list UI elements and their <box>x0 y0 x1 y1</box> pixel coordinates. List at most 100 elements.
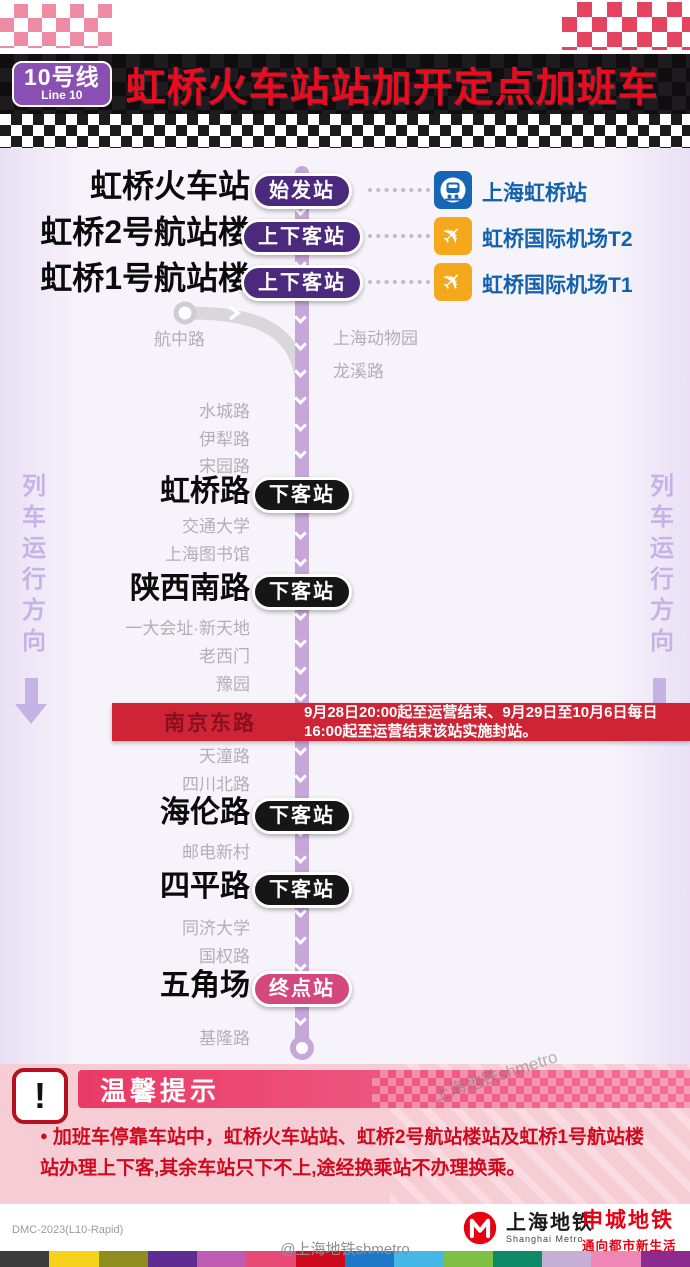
legend-station-name: 虹桥火车站 <box>89 168 250 204</box>
corner-checker-decoration <box>0 4 112 48</box>
slogan-line1: 申城地铁 <box>582 1209 674 1232</box>
direction-label: 列车运行方向 <box>17 473 45 659</box>
dotted-connector <box>368 188 430 192</box>
dotted-connector <box>368 234 430 238</box>
line-number-en-label: Line 10 <box>41 88 83 103</box>
logo-en-label: Shanghai Metro <box>506 1234 584 1244</box>
station-label: 四川北路 <box>182 775 250 794</box>
station-label: 老西门 <box>199 647 250 666</box>
logo-text-block: 上海地铁 Shanghai Metro <box>506 1212 594 1244</box>
dropoff-badge: 下客站 <box>252 574 352 610</box>
dropoff-badge: 下客站 <box>252 477 352 513</box>
checker-pattern-strip <box>0 114 690 148</box>
bullet-icon: ● <box>40 1128 48 1143</box>
legend-station-name: 虹桥2号航站楼 <box>40 214 250 250</box>
exclamation-glyph: ! <box>34 1075 46 1116</box>
line10-badge: 10号线 Line 10 <box>12 61 112 107</box>
station-label-major: 虹桥路 <box>160 475 250 508</box>
station-label: 豫园 <box>216 675 250 694</box>
linked-place-label: 虹桥国际机场T1 <box>482 274 633 297</box>
side-gradient <box>610 148 690 1064</box>
tips-title: 温馨提示 <box>100 1075 221 1106</box>
station-label: 邮电新村 <box>182 843 250 862</box>
tips-bar-checker-decoration <box>371 1070 690 1108</box>
station-label: 上海动物园 <box>333 329 418 348</box>
boarding-badge: 上下客站 <box>241 219 363 255</box>
origin-badge: 始发站 <box>252 173 352 209</box>
shanghai-metro-logo-group: 上海地铁 Shanghai Metro <box>462 1210 594 1246</box>
color-stripe-segment <box>246 1251 296 1267</box>
down-arrow-icon <box>15 704 47 724</box>
slogan-line2: 通向都市新生活 <box>582 1239 677 1254</box>
tips-text: 加班车停靠车站中，虹桥火车站站、虹桥2号航站楼站及虹桥1号航站楼站办理上下客,其… <box>40 1127 644 1180</box>
shanghai-metro-logo-icon <box>463 1211 497 1245</box>
color-stripe-segment <box>542 1251 592 1267</box>
station-label: 国权路 <box>199 947 250 966</box>
logo-cn-label: 上海地铁 <box>506 1212 594 1234</box>
station-label: 龙溪路 <box>333 362 384 381</box>
color-stripe-segment <box>147 1251 198 1267</box>
color-stripe-segment <box>394 1251 444 1267</box>
color-stripe-segment <box>591 1251 641 1267</box>
slogan-block: 申城地铁 通向都市新生活 <box>582 1209 677 1254</box>
color-stripe-segment <box>295 1251 345 1267</box>
railway-station-icon <box>434 171 472 209</box>
station-label-major: 陕西南路 <box>130 572 250 605</box>
color-stripe-segment <box>492 1251 543 1267</box>
station-label: 宋园路 <box>199 457 250 476</box>
color-stripe-segment <box>98 1251 148 1267</box>
line-number-label: 10号线 <box>24 64 100 91</box>
station-label-major: 四平路 <box>160 870 250 903</box>
station-label: 上海图书馆 <box>165 545 250 564</box>
down-arrow-icon <box>24 678 38 704</box>
route-end-circle <box>290 1036 314 1060</box>
tips-header-bar: 温馨提示 <box>78 1070 690 1108</box>
linked-place-label: 虹桥国际机场T2 <box>482 228 633 251</box>
boarding-badge: 上下客站 <box>241 265 363 301</box>
station-label: 天潼路 <box>199 747 250 766</box>
station-label-major: 五角场 <box>160 969 250 1002</box>
airplane-glyph: ✈ <box>435 264 470 299</box>
color-stripe-segment <box>197 1251 247 1267</box>
down-arrow-icon <box>652 678 666 704</box>
tips-body-text: ●加班车停靠车站中，虹桥火车站站、虹桥2号航站楼站及虹桥1号航站楼站办理上下客,… <box>40 1122 658 1185</box>
color-stripe-segment <box>0 1251 50 1267</box>
metro-line-color-stripes <box>0 1251 690 1267</box>
document-code: DMC-2023(L10-Rapid) <box>12 1224 124 1236</box>
station-label: 航中路 <box>154 330 205 349</box>
footer: DMC-2023(L10-Rapid) 上海地铁 Shanghai Metro … <box>0 1204 690 1254</box>
airplane-icon: ✈ <box>434 217 472 255</box>
station-label: 基隆路 <box>199 1029 250 1048</box>
corner-checker-decoration <box>562 2 690 50</box>
dropoff-badge: 下客站 <box>252 872 352 908</box>
terminal-badge: 终点站 <box>252 971 352 1007</box>
legend-station-name: 虹桥1号航站楼 <box>40 260 250 296</box>
station-label-major: 海伦路 <box>160 796 250 829</box>
color-stripe-segment <box>49 1251 99 1267</box>
header-banner: 10号线 Line 10 虹桥火车站站加开定点加班车 <box>0 54 690 114</box>
train-direction-left: 列车运行方向 <box>8 468 54 724</box>
dotted-connector <box>368 280 430 284</box>
watermark-center: @上海地铁shmetro <box>280 1241 410 1258</box>
tips-section: ! 温馨提示 ●加班车停靠车站中，虹桥火车站站、虹桥2号航站楼站及虹桥1号航站楼… <box>0 1064 690 1204</box>
station-label: 同济大学 <box>182 919 250 938</box>
dropoff-badge: 下客站 <box>252 798 352 834</box>
side-gradient <box>0 148 80 1064</box>
closed-station-banner: 南京东路 9月28日20:00起至运营结束、9月29日至10月6日每日16:00起… <box>112 703 690 741</box>
closure-notice-text: 9月28日20:00起至运营结束、9月29日至10月6日每日16:00起至运营结… <box>304 703 658 741</box>
station-label: 伊犁路 <box>199 430 250 449</box>
color-stripe-segment <box>640 1251 690 1267</box>
airplane-glyph: ✈ <box>435 218 470 253</box>
station-label: 交通大学 <box>182 517 250 536</box>
color-stripe-segment <box>443 1251 493 1267</box>
color-stripe-segment <box>344 1251 395 1267</box>
station-label: 水城路 <box>199 402 250 421</box>
linked-place-label: 上海虹桥站 <box>482 182 587 205</box>
exclamation-icon: ! <box>12 1068 68 1124</box>
direction-label: 列车运行方向 <box>645 473 673 659</box>
closed-station-name: 南京东路 <box>164 712 256 735</box>
airplane-icon: ✈ <box>434 263 472 301</box>
poster-title: 虹桥火车站站加开定点加班车 <box>125 66 659 110</box>
